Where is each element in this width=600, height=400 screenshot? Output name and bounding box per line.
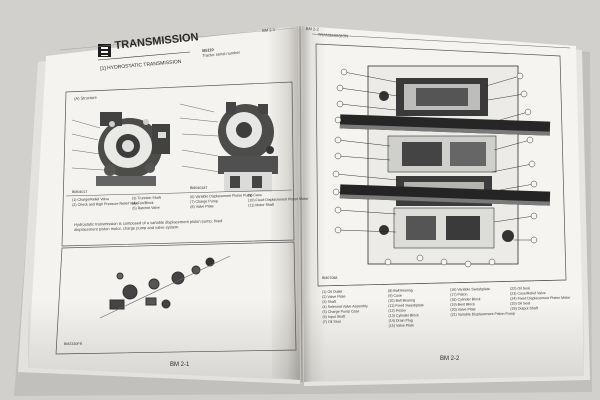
legend-item: (25) Oil Seal (510, 301, 531, 306)
legend-item: (14) Drain Plug (388, 318, 413, 323)
legend-item: (20) Valve Plate (450, 307, 476, 312)
legend-item: (11) Fixed Swashplate (388, 303, 424, 308)
diagram-code-1: BM04017 (72, 190, 88, 194)
diagram-code-2: BM04018T (190, 186, 208, 190)
legend-item: (3) Shaft (322, 299, 337, 304)
legend-item: (3) Trunnion Shaft (131, 195, 161, 201)
legend-item: (4) Fan/Block (132, 200, 154, 206)
legend-item: (23) Case/Relief Valve (510, 291, 546, 296)
left-leader-lines (71, 103, 221, 173)
legend-item: (9) Case (388, 293, 402, 298)
legend-item: (2) Valve Plate (322, 294, 346, 299)
legend-item: (12) Piston (388, 308, 406, 313)
legend-item: (5) Ratchet Valve (132, 205, 160, 211)
legend-item: (6) Input Shaft (322, 314, 346, 319)
legend-item: (17) Piston (450, 292, 468, 297)
hst-cross-section-illustration (339, 65, 551, 265)
structure-figure-frame (61, 81, 295, 247)
legend-item: (8) Ball Bearing (387, 288, 413, 293)
legend-item: (1) Oil Outlet (322, 289, 343, 294)
legend-item: (9) Case (247, 193, 262, 198)
legend-item: (16) Variable Swashplate (449, 287, 490, 292)
diagram-code-3: BM2330FR (64, 342, 83, 346)
right-header-code: BM 2-2 (305, 26, 319, 32)
legend-item: (4) Solenoid Valve Assembly (322, 304, 368, 309)
cross-section-callouts (332, 68, 538, 268)
legend-item: (7) Charge Pump (190, 199, 218, 204)
right-diagram-code: BM07088 (322, 276, 338, 280)
right-gutter-shade (302, 26, 326, 382)
pump-illustration (96, 112, 170, 186)
right-page-number: BM 2-2 (440, 356, 460, 362)
spine-line (299, 25, 303, 383)
legend-item: (18) Cylinder Block (450, 297, 481, 302)
left-gutter-shade (268, 26, 300, 380)
legend-item: (8) Valve Plate (190, 204, 214, 209)
left-page-number: BM 2-1 (170, 362, 190, 368)
legend-item: (22) Oil Seal (509, 286, 531, 291)
legend-item: (15) Valve Plate (388, 323, 414, 328)
motor-illustration (218, 102, 278, 192)
legend-item: (10) Ball Bearing (388, 298, 416, 303)
legend-item: (13) Cylinder Block (388, 313, 419, 318)
legend-item: (26) Output Shaft (510, 306, 538, 311)
legend-item: (7) Oil Seal (322, 319, 341, 324)
legend-item: (5) Charge Pump Case (322, 309, 360, 314)
legend-item: (11) Motor Shaft (248, 202, 275, 208)
legend-item: (19) Bent Block (450, 302, 475, 307)
